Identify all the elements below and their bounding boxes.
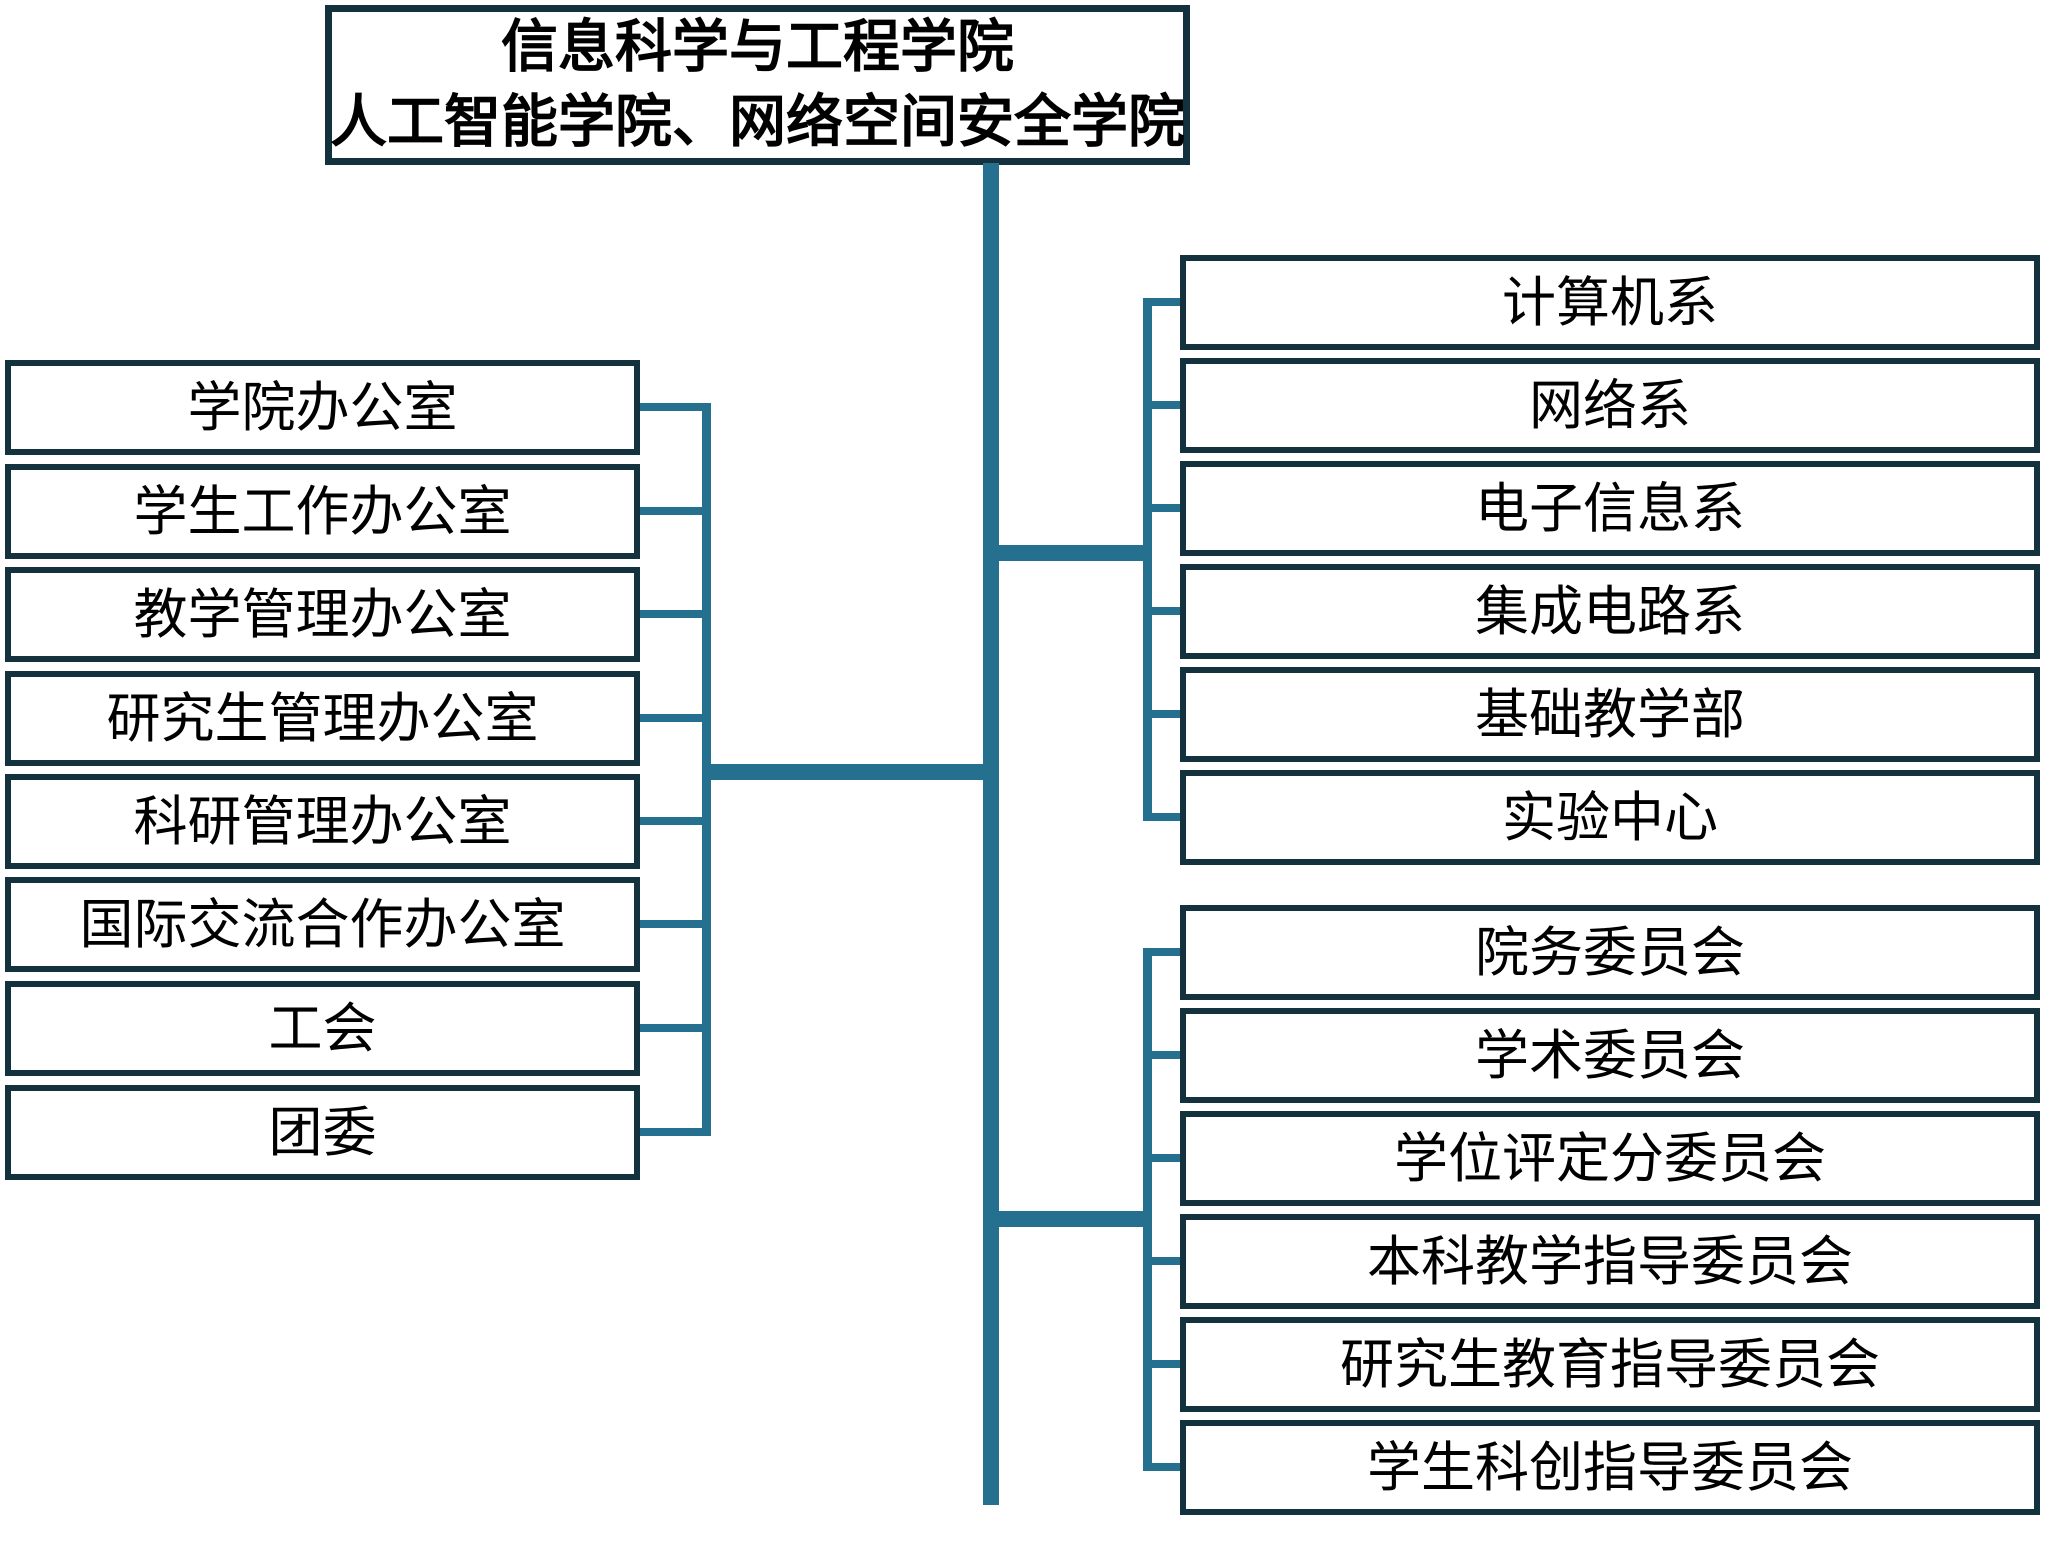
left-stub-3 — [640, 610, 706, 618]
right-top-branch-line — [999, 545, 1151, 561]
right-bottom-stub-3 — [1150, 1154, 1180, 1162]
left-stub-2 — [640, 507, 706, 515]
right-top-stub-6 — [1150, 813, 1180, 821]
right-bottom-branch-line — [999, 1211, 1151, 1227]
left-node-youth-league: 团委 — [5, 1085, 640, 1180]
left-stub-1 — [640, 403, 706, 411]
right-node-ic-dept: 集成电路系 — [1180, 564, 2040, 659]
right-bottom-stub-5 — [1150, 1360, 1180, 1368]
right-bottom-stub-4 — [1150, 1257, 1180, 1265]
right-node-college-committee: 院务委员会 — [1180, 905, 2040, 1000]
left-node-labor-union: 工会 — [5, 981, 640, 1076]
right-node-network-dept: 网络系 — [1180, 358, 2040, 453]
left-node-college-office: 学院办公室 — [5, 360, 640, 455]
right-node-computer-dept: 计算机系 — [1180, 255, 2040, 350]
right-top-stub-3 — [1150, 504, 1180, 512]
left-branch-line — [702, 764, 999, 780]
right-top-stub-4 — [1150, 607, 1180, 615]
left-stub-7 — [640, 1024, 706, 1032]
right-bottom-stub-1 — [1150, 948, 1180, 956]
right-node-basic-teaching: 基础教学部 — [1180, 667, 2040, 762]
root-title-line1: 信息科学与工程学院 — [501, 14, 1014, 79]
left-node-teaching-admin: 教学管理办公室 — [5, 567, 640, 662]
right-node-academic-committee: 学术委员会 — [1180, 1008, 2040, 1103]
right-bottom-bus-line — [1143, 948, 1152, 1471]
root-title-line2: 人工智能学院、网络空间安全学院 — [330, 90, 1185, 154]
right-top-bus-line — [1143, 298, 1152, 821]
right-node-degree-committee: 学位评定分委员会 — [1180, 1111, 2040, 1206]
left-node-student-affairs: 学生工作办公室 — [5, 464, 640, 559]
left-stub-6 — [640, 920, 706, 928]
left-stub-8 — [640, 1128, 706, 1136]
left-node-international-office: 国际交流合作办公室 — [5, 877, 640, 972]
left-node-graduate-admin: 研究生管理办公室 — [5, 671, 640, 766]
right-node-innovation-committee: 学生科创指导委员会 — [1180, 1420, 2040, 1515]
trunk-line — [983, 163, 999, 1505]
right-top-stub-2 — [1150, 401, 1180, 409]
right-bottom-stub-2 — [1150, 1051, 1180, 1059]
left-stub-4 — [640, 714, 706, 722]
right-top-stub-5 — [1150, 710, 1180, 718]
left-bus-line — [702, 403, 711, 1136]
right-top-stub-1 — [1150, 298, 1180, 306]
right-node-electronics-dept: 电子信息系 — [1180, 461, 2040, 556]
left-node-research-admin: 科研管理办公室 — [5, 774, 640, 869]
right-node-lab-center: 实验中心 — [1180, 770, 2040, 865]
left-stub-5 — [640, 817, 706, 825]
root-box: 信息科学与工程学院 人工智能学院、网络空间安全学院 — [325, 5, 1190, 165]
right-bottom-stub-6 — [1150, 1463, 1180, 1471]
right-node-undergrad-committee: 本科教学指导委员会 — [1180, 1214, 2040, 1309]
right-node-graduate-committee: 研究生教育指导委员会 — [1180, 1317, 2040, 1412]
